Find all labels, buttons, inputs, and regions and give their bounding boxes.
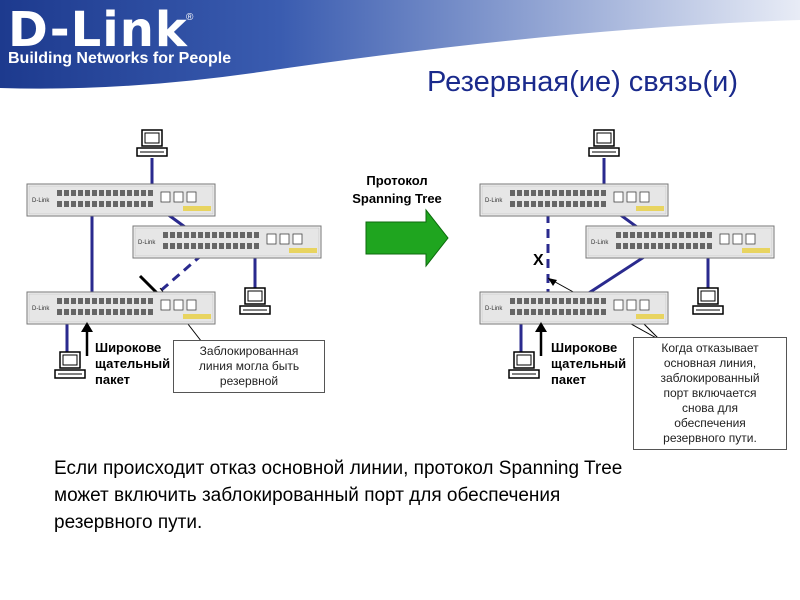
left-broadcast-line2: щательный xyxy=(95,356,171,371)
protocol-label-line2: Spanning Tree xyxy=(352,191,442,206)
left-note-line3: резервной xyxy=(219,374,279,388)
right-note-line4: порт включается xyxy=(663,386,757,400)
dlink-logo: D-Link xyxy=(8,2,188,58)
left-broadcast-line3: пакет xyxy=(95,372,131,387)
switch-left-bottom xyxy=(26,291,216,325)
failed-link-x: X xyxy=(533,252,544,269)
left-topology xyxy=(26,129,322,379)
right-broadcast-line1: Широкове xyxy=(551,340,618,355)
pc-left-top xyxy=(136,129,168,157)
protocol-label: Протокол Spanning Tree xyxy=(332,172,462,208)
caption-line2: может включить заблокированный порт для … xyxy=(54,485,561,506)
left-note-line2: линия могла быть xyxy=(198,359,300,373)
caption-line3: резервного пути. xyxy=(54,512,203,533)
pc-right-bottom xyxy=(508,351,540,379)
right-note-line1: Когда отказывает xyxy=(661,341,759,355)
header-banner xyxy=(0,0,800,89)
left-note-box: Заблокированная линия могла быть резервн… xyxy=(173,340,325,393)
left-broadcast-line1: Широкове xyxy=(95,340,162,355)
switch-right-top xyxy=(479,183,669,217)
right-note-line5: снова для xyxy=(681,401,739,415)
right-note-line6: обеспечения xyxy=(674,416,746,430)
slide-title: Резервная(ие) связь(и) xyxy=(427,66,738,98)
left-broadcast-label: Широкове щательный пакет xyxy=(95,340,170,388)
protocol-arrow xyxy=(365,208,449,268)
right-note-box: Когда отказывает основная линия, заблоки… xyxy=(633,337,787,450)
right-topology xyxy=(479,129,775,379)
switch-left-top xyxy=(26,183,216,217)
switch-left-mid xyxy=(132,225,322,259)
pc-left-right xyxy=(239,287,271,315)
slide-caption: Если происходит отказ основной линии, пр… xyxy=(54,455,754,536)
switch-right-bottom xyxy=(479,291,669,325)
right-note-line3: заблокированный xyxy=(660,371,760,385)
caption-line1: Если происходит отказ основной линии, пр… xyxy=(54,458,623,479)
right-note-line7: резервного пути. xyxy=(663,431,757,445)
switch-right-mid xyxy=(585,225,775,259)
right-broadcast-label: Широкове щательный пакет xyxy=(551,340,626,388)
right-broadcast-line2: щательный xyxy=(551,356,627,371)
pc-right-top xyxy=(588,129,620,157)
registered-mark: ® xyxy=(186,12,194,23)
right-broadcast-line3: пакет xyxy=(551,372,587,387)
right-note-line2: основная линия, xyxy=(663,356,757,370)
pc-left-bottom xyxy=(54,351,86,379)
left-note-line1: Заблокированная xyxy=(199,344,299,358)
protocol-label-line1: Протокол xyxy=(366,173,428,188)
logo-tagline: Building Networks for People xyxy=(8,50,232,67)
pc-right-right xyxy=(692,287,724,315)
